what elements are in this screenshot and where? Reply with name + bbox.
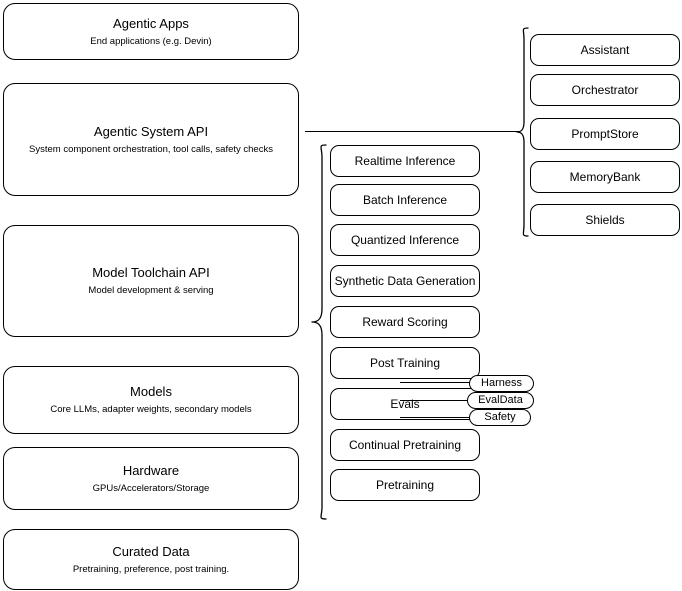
component-promptstore[interactable]: PromptStore [530, 118, 680, 150]
component-label: Orchestrator [571, 82, 639, 97]
badge-safety[interactable]: Safety [469, 409, 531, 426]
component-label: Shields [585, 212, 625, 227]
capability-label: Reward Scoring [362, 314, 448, 329]
layer-model-toolchain-api[interactable]: Model Toolchain API Model development & … [3, 225, 299, 337]
layer-title: Model Toolchain API [92, 265, 210, 280]
layer-title: Models [130, 384, 172, 399]
layer-subtitle: End applications (e.g. Devin) [90, 35, 212, 47]
badge-label: Safety [484, 411, 516, 423]
capability-label: Realtime Inference [354, 153, 456, 168]
toolchain-brace [311, 144, 327, 520]
evals-harness-line [400, 382, 478, 384]
capability-synthetic-data-generation[interactable]: Synthetic Data Generation [330, 265, 480, 297]
layer-hardware[interactable]: Hardware GPUs/Accelerators/Storage [3, 447, 299, 510]
component-orchestrator[interactable]: Orchestrator [530, 74, 680, 106]
system-api-connector-line [305, 131, 519, 133]
capability-reward-scoring[interactable]: Reward Scoring [330, 306, 480, 338]
layer-curated-data[interactable]: Curated Data Pretraining, preference, po… [3, 529, 299, 590]
layer-title: Agentic System API [93, 123, 209, 139]
capability-realtime-inference[interactable]: Realtime Inference [330, 145, 480, 177]
badge-evaldata[interactable]: EvalData [467, 392, 534, 409]
layer-agentic-apps[interactable]: Agentic Apps End applications (e.g. Devi… [3, 3, 299, 60]
capability-label: Evals [390, 396, 420, 411]
component-label: PromptStore [571, 126, 639, 141]
capability-label: Continual Pretraining [348, 437, 462, 452]
layer-subtitle: Model development & serving [88, 285, 214, 296]
capability-pretraining[interactable]: Pretraining [330, 469, 480, 501]
layer-agentic-system-api[interactable]: Agentic System API System component orch… [3, 83, 299, 196]
capability-evals[interactable]: Evals [330, 388, 480, 420]
layer-title: Hardware [122, 462, 180, 478]
badge-label: Harness [481, 377, 522, 389]
component-label: Assistant [580, 42, 630, 57]
system-components-brace [516, 27, 529, 237]
capability-continual-pretraining[interactable]: Continual Pretraining [330, 429, 480, 461]
badge-harness[interactable]: Harness [469, 375, 534, 392]
capability-quantized-inference[interactable]: Quantized Inference [330, 224, 480, 256]
layer-subtitle: System component orchestration, tool cal… [29, 143, 273, 155]
badge-label: EvalData [478, 394, 523, 406]
evals-evaldata-line [400, 400, 474, 402]
capability-label: Batch Inference [362, 192, 448, 207]
component-label: MemoryBank [569, 169, 641, 184]
capability-label: Pretraining [375, 477, 435, 492]
capability-post-training[interactable]: Post Training [330, 347, 480, 379]
layer-models[interactable]: Models Core LLMs, adapter weights, secon… [3, 366, 299, 434]
component-assistant[interactable]: Assistant [530, 34, 680, 66]
layer-subtitle: Core LLMs, adapter weights, secondary mo… [50, 404, 252, 415]
component-shields[interactable]: Shields [530, 204, 680, 236]
layer-title: Curated Data [112, 543, 190, 559]
layer-subtitle: GPUs/Accelerators/Storage [92, 482, 210, 494]
component-memorybank[interactable]: MemoryBank [530, 161, 680, 193]
evals-safety-line [400, 417, 476, 419]
layer-title: Agentic Apps [113, 15, 189, 31]
capability-label: Quantized Inference [350, 232, 460, 247]
layer-subtitle: Pretraining, preference, post training. [72, 563, 230, 575]
capability-batch-inference[interactable]: Batch Inference [330, 184, 480, 216]
capability-label: Synthetic Data Generation [334, 273, 476, 288]
capability-label: Post Training [369, 355, 441, 370]
